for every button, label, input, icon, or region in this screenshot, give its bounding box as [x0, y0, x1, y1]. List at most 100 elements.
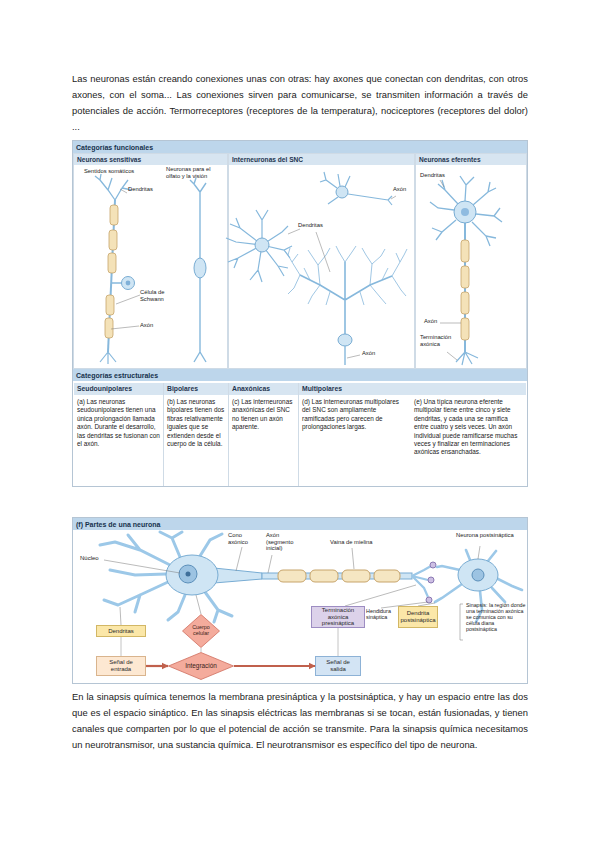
cell-body	[458, 559, 498, 591]
schwann-cell	[106, 295, 114, 315]
nucleus	[179, 565, 197, 583]
dendrite	[95, 174, 132, 200]
part-label: Célula de Schwann	[140, 289, 180, 302]
part-label: Axón (segmento inicial)	[266, 532, 308, 552]
terminal-bulb	[428, 577, 434, 583]
axon-branch	[111, 282, 122, 284]
panel-header: Interneuronas del SNC	[229, 154, 414, 165]
axon-terminal	[456, 352, 478, 365]
leader-line	[440, 180, 461, 360]
body-paragraph: Las neuronas están creando conexiones un…	[72, 71, 528, 135]
myelin-sheath	[461, 266, 469, 288]
description-text: (a) Las neuronas seudounipolares tienen …	[74, 395, 163, 448]
myelin-sheath	[461, 240, 469, 262]
panel-header: Neuronas sensitivas	[74, 154, 227, 165]
part-label: Vaina de mielina	[330, 539, 390, 546]
link-line	[121, 637, 122, 656]
category-column: Seudounipolares(a) Las neuronas seudouni…	[74, 383, 163, 448]
part-box: Dendritas	[96, 625, 146, 637]
diamond-outline	[183, 615, 220, 648]
signal-arrow	[234, 665, 315, 667]
description-text: (d) Las interneuronas multipolares del S…	[299, 395, 409, 432]
part-box: Señal de entrada	[96, 656, 146, 676]
dendrite	[226, 210, 292, 282]
part-name: Dendritas	[108, 628, 134, 635]
part-label: Dendritas	[128, 186, 168, 193]
part-name: Cuerpo celular	[188, 625, 215, 637]
part-diamond: Integración	[168, 652, 234, 680]
myelin-sheath	[374, 570, 400, 582]
link-line	[338, 628, 339, 656]
cell-body	[338, 334, 352, 346]
figure-frame	[73, 518, 528, 684]
figure-title: Categorías funcionales	[76, 144, 153, 151]
figure-title: Categorías estructurales	[76, 372, 158, 379]
panel-frame	[229, 154, 415, 369]
part-label: Dendritas	[298, 222, 332, 229]
part-box: Señal de salida	[315, 656, 361, 676]
cell-body	[166, 555, 218, 595]
part-label: Axón	[362, 350, 382, 357]
column-heading: Multipolares	[299, 383, 526, 395]
schwann-cell	[109, 230, 117, 250]
myelin-sheath	[342, 570, 370, 582]
part-label: Sentidos somáticos	[84, 168, 144, 175]
part-name: Integración	[185, 662, 217, 669]
part-label: Núcleo	[80, 555, 110, 562]
figure-band: Categorías funcionales	[73, 141, 527, 153]
figure-band: (f) Partes de una neurona	[73, 518, 527, 530]
axon-terminal	[100, 352, 116, 364]
part-name: Señal de entrada	[99, 659, 143, 673]
part-label: Neurona postsináptica	[456, 532, 522, 539]
schwann-cell	[105, 318, 113, 338]
myelin-sheath	[461, 292, 469, 314]
note-text: Sinapsis: la región donde una terminació…	[466, 602, 526, 632]
category-column: Bipolares(b) Las neuronas bipolares tien…	[164, 383, 228, 448]
panel-title: Neuronas eferentes	[419, 156, 481, 163]
part-label: Hendidura sináptica	[366, 608, 396, 620]
category-column: Anaxónicas(c) Las interneuronas anaxónic…	[229, 383, 298, 432]
nucleus	[461, 208, 469, 216]
column-heading: Anaxónicas	[229, 383, 298, 395]
part-label: Axón	[424, 318, 444, 325]
panel-title: Interneuronas del SNC	[232, 156, 303, 163]
figure-title: (f) Partes de una neurona	[76, 521, 160, 528]
signal-arrow	[146, 665, 168, 667]
description-text: (c) Las interneuronas anaxónicas del SNC…	[229, 395, 298, 432]
part-label: Cono axónico	[228, 532, 262, 545]
body-paragraph: En la sinapsis química tenemos la membra…	[72, 689, 528, 753]
dendrite	[320, 172, 392, 205]
part-name: Terminación axónica presináptica	[314, 607, 362, 628]
link-line	[201, 648, 202, 652]
leader-line	[111, 189, 140, 329]
part-label: Axón	[393, 186, 413, 193]
dendrite-tree	[300, 262, 392, 334]
part-label: Dendritas	[420, 172, 454, 179]
part-label: Terminación axónica	[420, 334, 458, 347]
dendrite-branch	[284, 246, 407, 305]
bipolar-fiber	[190, 178, 206, 362]
diamond-outline	[169, 653, 234, 680]
nucleolus	[186, 572, 191, 577]
myelin-sheath	[310, 570, 338, 582]
part-name: Dendrita postsináptica	[401, 610, 436, 624]
leader-line	[288, 196, 396, 358]
part-name: Señal de salida	[318, 659, 358, 673]
cell-body	[336, 186, 348, 198]
cell-body	[194, 258, 206, 278]
column-divider	[164, 383, 299, 486]
column-heading: Bipolares	[164, 383, 228, 395]
category-text: (e) Una típica neurona eferente multipol…	[411, 395, 526, 457]
terminal-bulb	[430, 562, 436, 568]
axon	[344, 346, 345, 365]
cell-body	[122, 277, 135, 290]
panel-frame	[416, 154, 527, 369]
figure-band: Categorías estructurales	[73, 369, 527, 381]
myelin-sheath	[278, 570, 306, 582]
nucleus	[126, 281, 131, 286]
part-box: Dendrita postsináptica	[398, 606, 438, 628]
myelin-sheath	[461, 318, 469, 340]
part-box: Terminación axónica presináptica	[311, 606, 365, 628]
column-heading: Seudounipolares	[74, 383, 163, 395]
